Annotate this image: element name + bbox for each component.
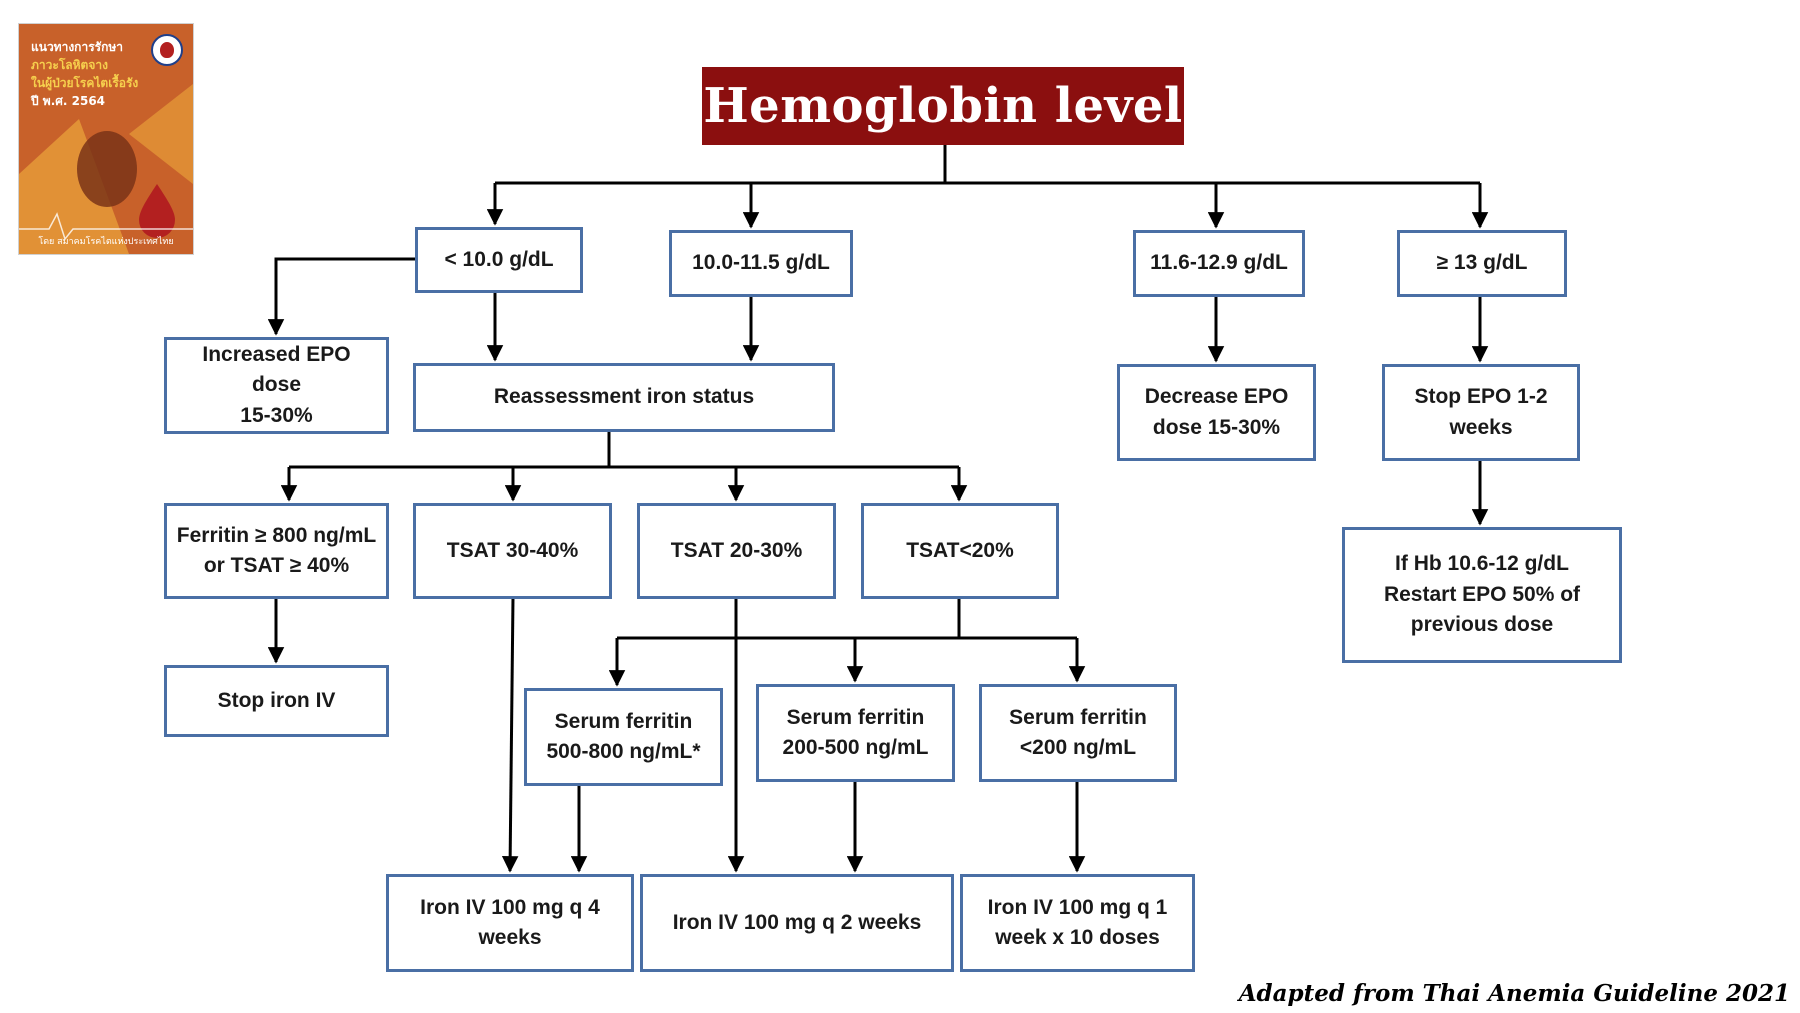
cover-line: ปี พ.ศ. 2564: [31, 94, 106, 108]
node-sf-500-800: Serum ferritin 500-800 ng/mL*: [524, 688, 723, 786]
cover-line: ภาวะโลหิตจาง: [31, 58, 108, 72]
node-label: Serum ferritin: [1009, 705, 1147, 729]
cover-title: แนวทางการรักษา ภาวะโลหิตจาง ในผู้ป่วยโรค…: [31, 38, 153, 110]
node-label: < 10.0 g/dL: [444, 247, 554, 271]
node-stop-iron: Stop iron IV: [164, 665, 389, 737]
cover-shape-right: [129, 84, 193, 184]
blood-drop-icon: [139, 184, 175, 238]
node-label: Stop EPO 1-2: [1414, 385, 1548, 409]
node-label: TSAT 20-30%: [670, 538, 803, 562]
node-tsat-30-40: TSAT 30-40%: [413, 503, 612, 599]
node-label: 15-30%: [240, 403, 313, 427]
node-sf-lt200: Serum ferritin <200 ng/mL: [979, 684, 1177, 782]
node-label: or TSAT ≥ 40%: [203, 554, 350, 577]
node-decrease-epo: Decrease EPO dose 15-30%: [1117, 364, 1316, 461]
node-hb-116-129: 11.6-12.9 g/dL: [1133, 230, 1305, 297]
node-increase-epo: Increased EPO dose 15-30%: [164, 337, 389, 434]
cover-line: ในผู้ป่วยโรคไตเรื้อรัง: [31, 76, 139, 90]
node-label: 11.6-12.9 g/dL: [1150, 251, 1288, 275]
node-label: Ferritin ≥ 800 ng/mL: [176, 523, 377, 547]
hemoglobin-level-title: Hemoglobin level: [702, 67, 1184, 145]
kidney-illustration: [77, 131, 137, 207]
node-label: previous dose: [1410, 613, 1554, 637]
node-label: <200 ng/mL: [1019, 736, 1137, 759]
node-label: Stop iron IV: [217, 688, 336, 712]
node-hb-lt10: < 10.0 g/dL: [415, 227, 583, 293]
node-hb-10-115: 10.0-11.5 g/dL: [669, 230, 853, 297]
heartbeat-line-icon: [19, 212, 193, 241]
cover-shape-left: [19, 119, 129, 254]
arrow-tsat-30-40-to-iron-q4: [501, 596, 519, 873]
node-iron-q4: Iron IV 100 mg q 4 weeks: [386, 874, 634, 972]
node-label: 10.0-11.5 g/dL: [692, 251, 830, 275]
node-label: weeks: [478, 926, 542, 949]
node-tsat-20-30: TSAT 20-30%: [637, 503, 836, 599]
node-label: Restart EPO 50% of: [1383, 582, 1581, 606]
node-restart-epo: If Hb 10.6-12 g/dL Restart EPO 50% of pr…: [1342, 527, 1622, 663]
node-label: Iron IV 100 mg q 1: [987, 895, 1168, 919]
node-label: If Hb 10.6-12 g/dL: [1395, 552, 1569, 576]
node-ferritin-high: Ferritin ≥ 800 ng/mL or TSAT ≥ 40%: [164, 503, 389, 599]
node-label: TSAT<20%: [906, 538, 1014, 562]
node-label: Serum ferritin: [554, 709, 693, 733]
cover-footer: โดย สมาคมโรคไตแห่งประเทศไทย: [38, 237, 174, 247]
arrow-to-increase-epo: [267, 257, 415, 336]
source-credit: Adapted from Thai Anemia Guideline 2021: [1238, 980, 1790, 1007]
node-label: 500-800 ng/mL*: [546, 740, 701, 763]
node-label: Iron IV 100 mg q 4: [420, 895, 600, 919]
society-logo-icon: [151, 34, 183, 66]
title-text: Hemoglobin level: [703, 78, 1183, 134]
node-label: TSAT 30-40%: [446, 538, 579, 562]
node-reassess-iron: Reassessment iron status: [413, 363, 835, 432]
node-tsat-lt20: TSAT<20%: [861, 503, 1059, 599]
node-sf-200-500: Serum ferritin 200-500 ng/mL: [756, 684, 955, 782]
node-hb-ge13: ≥ 13 g/dL: [1397, 230, 1567, 297]
node-label: weeks: [1449, 415, 1513, 439]
node-label: Increased EPO dose: [202, 342, 351, 397]
node-label: dose 15-30%: [1152, 415, 1281, 439]
node-stop-epo: Stop EPO 1-2 weeks: [1382, 364, 1580, 461]
node-label: Decrease EPO: [1144, 385, 1289, 409]
node-label: 200-500 ng/mL: [782, 736, 929, 759]
node-label: ≥ 13 g/dL: [1436, 251, 1528, 275]
node-label: Serum ferritin: [786, 705, 925, 729]
guideline-cover-image: แนวทางการรักษา ภาวะโลหิตจาง ในผู้ป่วยโรค…: [18, 23, 194, 255]
node-iron-q2: Iron IV 100 mg q 2 weeks: [640, 874, 954, 972]
cover-line: แนวทางการรักษา: [31, 40, 123, 54]
node-label: Reassessment iron status: [493, 385, 755, 409]
node-label: week x 10 doses: [995, 926, 1160, 949]
node-iron-q1: Iron IV 100 mg q 1 week x 10 doses: [960, 874, 1195, 972]
node-label: Iron IV 100 mg q 2 weeks: [672, 910, 922, 934]
